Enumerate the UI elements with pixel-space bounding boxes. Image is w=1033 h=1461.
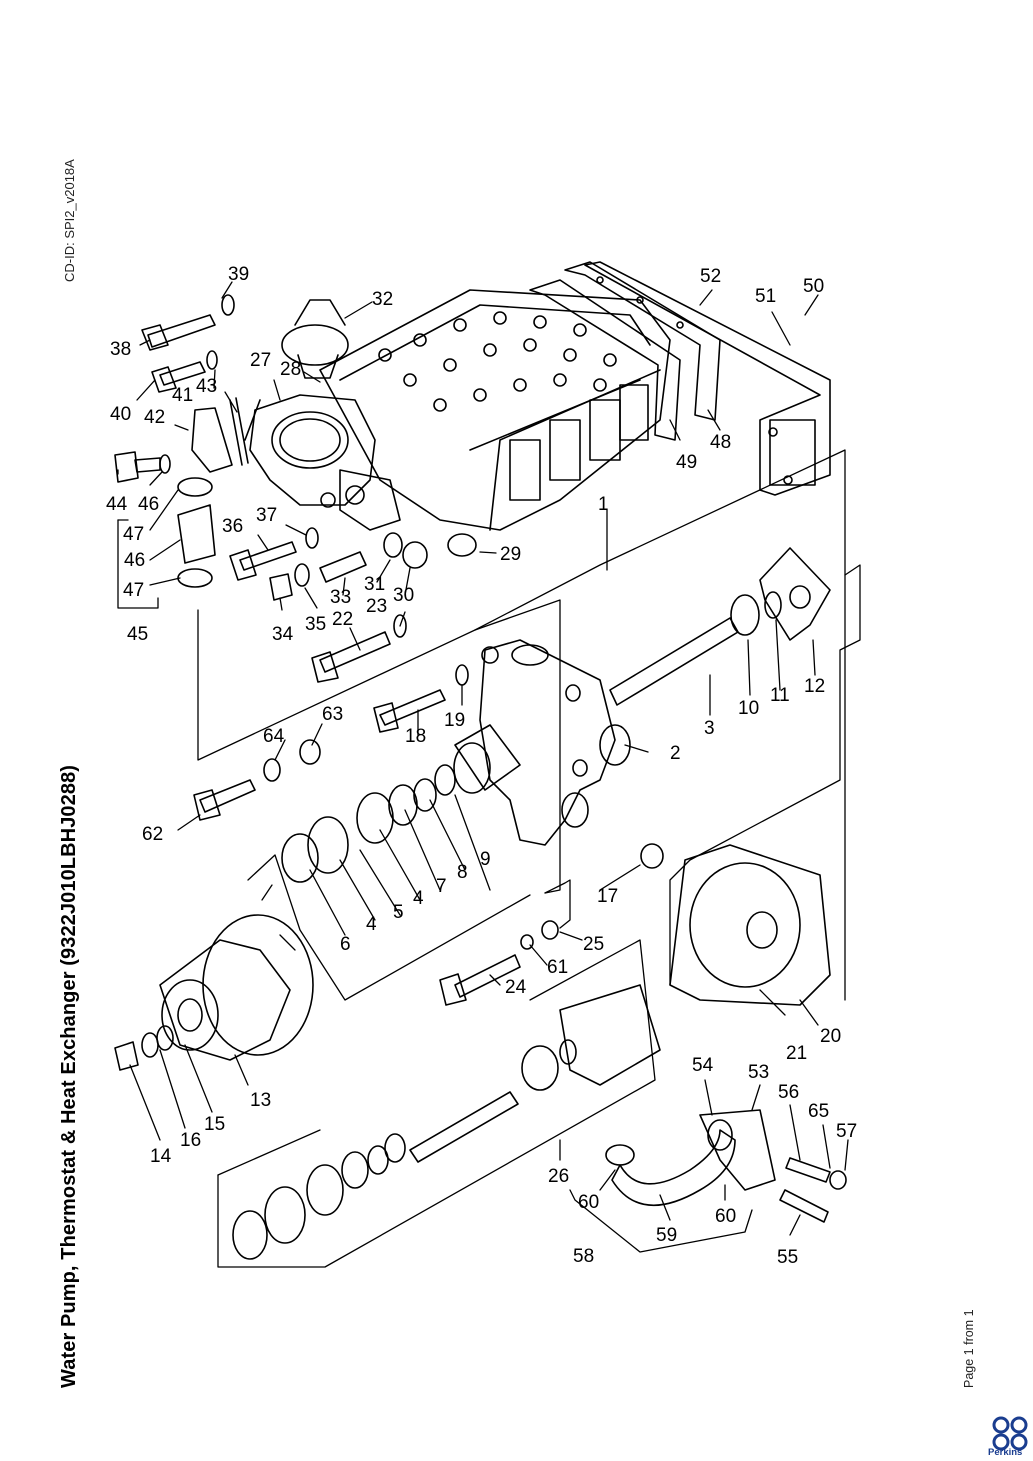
callout-32: 32	[372, 289, 393, 310]
callout-1: 1	[598, 494, 609, 515]
callout-11: 11	[770, 685, 790, 706]
callout-46-bottom: 46	[124, 550, 145, 571]
end-cover-20-21	[669, 844, 831, 1006]
shaft-3	[609, 617, 739, 706]
callout-5: 5	[393, 902, 404, 923]
callout-8: 8	[457, 862, 468, 883]
callout-41: 41	[172, 385, 193, 406]
callout-60-left: 60	[578, 1192, 599, 1213]
water-pump-body-2	[453, 639, 631, 846]
callout-4-left: 4	[366, 914, 377, 935]
callout-31: 31	[364, 574, 385, 595]
callout-24: 24	[505, 977, 527, 998]
callout-labels: 39 32 38 27 28 43 41 40 42 44 46 47 46 4…	[106, 264, 857, 1268]
callout-45: 45	[127, 624, 148, 645]
callout-38: 38	[110, 339, 131, 360]
leader-lines	[117, 281, 849, 1253]
callout-64: 64	[263, 726, 285, 747]
callout-51: 51	[755, 286, 776, 307]
callout-9: 9	[480, 849, 491, 870]
callout-48: 48	[710, 432, 731, 453]
callout-53: 53	[748, 1062, 769, 1083]
callout-65: 65	[808, 1101, 829, 1122]
callout-35: 35	[305, 614, 326, 635]
callout-14: 14	[150, 1146, 172, 1167]
callout-55: 55	[777, 1247, 798, 1268]
brand-name: Perkins	[988, 1447, 1023, 1458]
callout-56: 56	[778, 1082, 799, 1103]
callout-23: 23	[366, 596, 387, 617]
callout-29: 29	[500, 544, 521, 565]
callout-50: 50	[803, 276, 824, 297]
callout-42: 42	[144, 407, 165, 428]
callout-60-right: 60	[715, 1206, 736, 1227]
heat-exchanger-body	[319, 289, 671, 531]
part-17-plug	[640, 843, 664, 869]
bearings-4-9	[281, 764, 456, 883]
callout-2: 2	[670, 743, 681, 764]
callout-30: 30	[393, 585, 414, 606]
callout-52: 52	[700, 266, 721, 287]
thermostat-32	[281, 299, 349, 379]
callout-12: 12	[804, 676, 825, 697]
callout-21: 21	[786, 1043, 807, 1064]
callout-54: 54	[692, 1055, 714, 1076]
callout-57: 57	[836, 1121, 857, 1142]
callout-61: 61	[547, 957, 568, 978]
callout-63: 63	[322, 704, 343, 725]
callout-6: 6	[340, 934, 351, 955]
callout-17: 17	[597, 886, 618, 907]
callout-16: 16	[180, 1130, 201, 1151]
callout-26: 26	[548, 1166, 569, 1187]
callout-39: 39	[228, 264, 249, 285]
perkins-logo-icon	[992, 1416, 1028, 1451]
pulley-13	[114, 914, 314, 1071]
small-parts-middle	[229, 527, 477, 683]
callout-34: 34	[272, 624, 294, 645]
hose-kit-58	[605, 1109, 847, 1223]
callout-37: 37	[256, 505, 277, 526]
callout-28: 28	[280, 359, 301, 380]
callout-20: 20	[820, 1026, 841, 1047]
assembly-boundaries	[197, 449, 861, 1268]
callout-62: 62	[142, 824, 163, 845]
callout-58: 58	[573, 1246, 594, 1267]
callout-47-bottom: 47	[123, 580, 144, 601]
small-parts-left	[114, 294, 249, 588]
mounting-bracket-48	[584, 261, 831, 496]
callout-18: 18	[405, 726, 426, 747]
callout-27: 27	[250, 350, 271, 371]
callout-10: 10	[738, 698, 759, 719]
callout-44: 44	[106, 494, 128, 515]
callout-15: 15	[204, 1114, 225, 1135]
elbow-housing-27	[244, 394, 401, 531]
service-kit-26	[232, 984, 661, 1260]
callout-46-top: 46	[138, 494, 159, 515]
callout-19: 19	[444, 710, 465, 731]
callout-7: 7	[436, 876, 447, 897]
end-plate-52	[564, 261, 721, 421]
callout-40: 40	[110, 404, 131, 425]
callout-25: 25	[583, 934, 604, 955]
callout-36: 36	[222, 516, 243, 537]
callout-33: 33	[330, 587, 351, 608]
callout-59: 59	[656, 1225, 677, 1246]
gasket-49	[529, 279, 681, 441]
bolts-24-62	[193, 664, 559, 1006]
seal-impeller-10-12	[730, 547, 831, 641]
callout-43: 43	[196, 376, 217, 397]
callout-4-right: 4	[413, 888, 424, 909]
callout-3: 3	[704, 718, 715, 739]
callout-49: 49	[676, 452, 697, 473]
callout-47-top: 47	[123, 524, 144, 545]
callout-13: 13	[250, 1090, 271, 1111]
callout-22: 22	[332, 609, 353, 630]
